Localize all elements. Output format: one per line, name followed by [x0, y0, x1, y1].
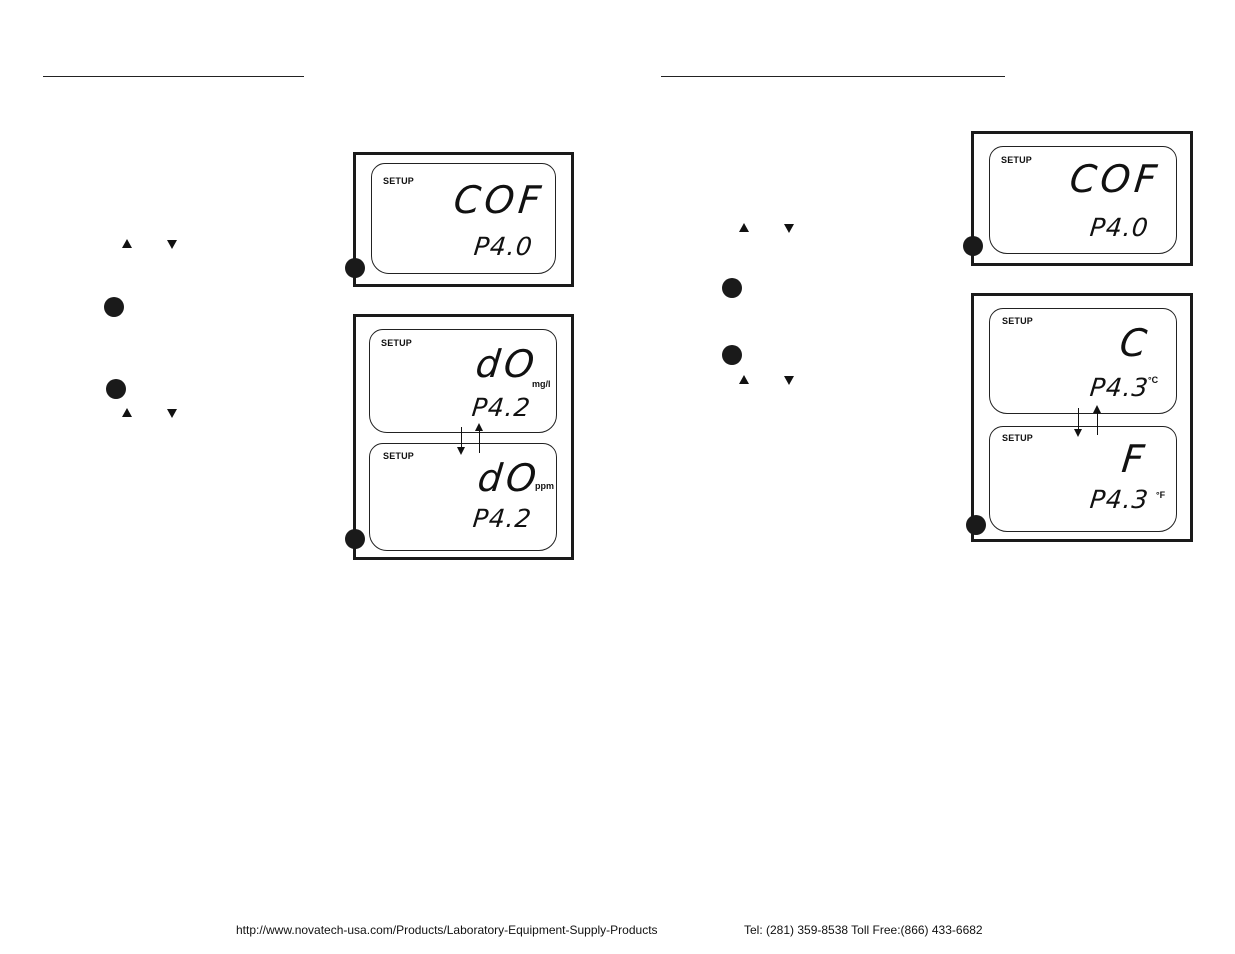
lcd-panel-cof: SETUP COF P4.0 [963, 131, 1193, 266]
panel-marker-icon [963, 236, 983, 256]
arrowhead-down-icon [457, 447, 465, 455]
lcd-panel-cof: SETUP COF P4.0 [345, 152, 574, 287]
lcd-param-readout: P4.0 [472, 232, 535, 261]
lcd-screen: SETUP COF P4.0 [989, 146, 1177, 254]
toggle-up-arrow-icon [1097, 411, 1098, 435]
arrowhead-up-icon [475, 423, 483, 431]
arrowhead-up-icon [1093, 405, 1101, 413]
lcd-main-readout: dO [473, 342, 541, 386]
down-arrow-icon [784, 376, 794, 385]
step-bullet-icon [106, 379, 126, 399]
unit-label: °F [1156, 490, 1166, 500]
left-header-rule [43, 76, 304, 77]
lcd-param-readout: P4.3 [1088, 485, 1151, 514]
lcd-screen: SETUP COF P4.0 [371, 163, 556, 274]
setup-indicator: SETUP [383, 176, 415, 186]
down-arrow-icon [167, 240, 177, 249]
lcd-main-readout: COF [1067, 157, 1163, 201]
toggle-down-arrow-icon [1078, 408, 1079, 432]
panel-marker-icon [345, 258, 365, 278]
lcd-main-readout: C [1117, 321, 1153, 365]
lcd-main-readout: COF [451, 178, 547, 222]
unit-label: °C [1148, 375, 1159, 385]
lcd-panel-temp-units: SETUP C P4.3 °C SETUP F P4.3 °F [966, 293, 1193, 542]
panel-marker-icon [966, 515, 986, 535]
setup-indicator: SETUP [383, 451, 415, 461]
setup-indicator: SETUP [1002, 433, 1034, 443]
lcd-param-readout: P4.2 [470, 393, 533, 422]
panel-marker-icon [345, 529, 365, 549]
setup-indicator: SETUP [381, 338, 413, 348]
unit-label: mg/l [532, 379, 551, 389]
up-arrow-icon [122, 239, 132, 248]
lcd-main-readout: dO [475, 456, 543, 500]
lcd-screen-top: SETUP C P4.3 °C [989, 308, 1177, 414]
lcd-param-readout: P4.0 [1088, 213, 1151, 242]
lcd-main-readout: F [1119, 437, 1151, 481]
lcd-param-readout: P4.3 [1088, 373, 1151, 402]
footer-url-link[interactable]: http://www.novatech-usa.com/Products/Lab… [236, 923, 658, 937]
unit-label: ppm [535, 481, 554, 491]
toggle-up-arrow-icon [479, 429, 480, 453]
lcd-panel-do-units: SETUP dO mg/l P4.2 SETUP dO ppm P4.2 [345, 314, 574, 560]
down-arrow-icon [167, 409, 177, 418]
lcd-screen-bottom: SETUP F P4.3 °F [989, 426, 1177, 532]
lcd-screen-top: SETUP dO mg/l P4.2 [369, 329, 557, 433]
setup-indicator: SETUP [1001, 155, 1033, 165]
toggle-down-arrow-icon [461, 427, 462, 451]
step-bullet-icon [722, 345, 742, 365]
up-arrow-icon [122, 408, 132, 417]
lcd-screen-bottom: SETUP dO ppm P4.2 [369, 443, 557, 551]
up-arrow-icon [739, 375, 749, 384]
step-bullet-icon [722, 278, 742, 298]
lcd-param-readout: P4.2 [471, 504, 534, 533]
right-header-rule [661, 76, 1005, 77]
arrowhead-down-icon [1074, 429, 1082, 437]
up-arrow-icon [739, 223, 749, 232]
down-arrow-icon [784, 224, 794, 233]
footer-contact: Tel: (281) 359-8538 Toll Free:(866) 433-… [744, 923, 983, 937]
setup-indicator: SETUP [1002, 316, 1034, 326]
step-bullet-icon [104, 297, 124, 317]
